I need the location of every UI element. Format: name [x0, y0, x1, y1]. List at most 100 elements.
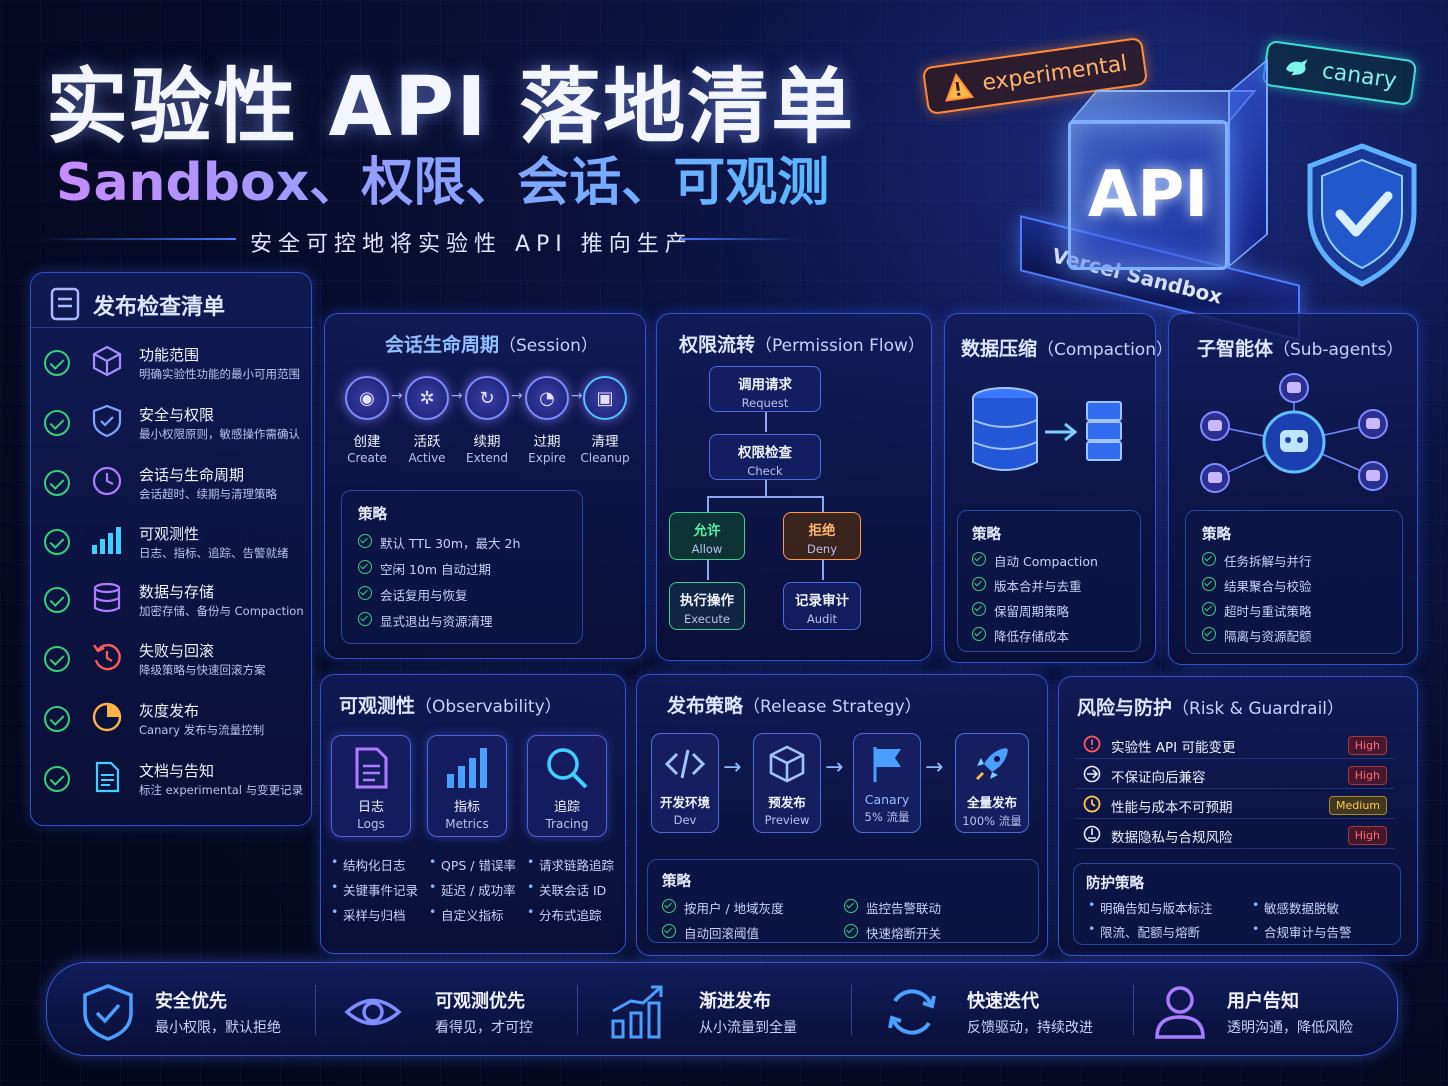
step-label: 活跃 — [413, 434, 441, 450]
divider — [577, 985, 578, 1035]
release-policy-box: 策略 按用户 / 地域灰度 监控告警联动 自动回滚阈值 快速熔断开关 — [647, 859, 1039, 943]
privacy-icon — [1083, 825, 1101, 843]
tracing-item: 请求链路追踪 — [527, 854, 614, 874]
subagents-title-en: （Sub-agents） — [1273, 340, 1404, 360]
risk-level-badge: High — [1347, 826, 1387, 845]
check-icon — [44, 706, 70, 732]
guard-item: 明确告知与版本标注 — [1088, 897, 1213, 917]
checklist-item-title: 灰度发布 — [139, 702, 200, 720]
policy-item: 监控告警联动 — [844, 898, 941, 917]
clock-icon — [92, 466, 122, 496]
principle-title: 快速迭代 — [967, 991, 1039, 1012]
guard-item: 限流、配额与熔断 — [1088, 921, 1200, 941]
divider — [851, 985, 852, 1035]
flow-line — [707, 496, 709, 512]
audit-label-en: Audit — [806, 612, 838, 626]
card-label: 日志 — [357, 800, 384, 815]
policy-item: 结果聚合与校验 — [1202, 576, 1312, 595]
checklist-item-canary: 灰度发布 Canary 发布与流量控制 — [44, 700, 306, 752]
execute-label-en: Execute — [684, 612, 730, 626]
deny-label-en: Deny — [806, 542, 838, 556]
metrics-card: 指标 Metrics — [427, 735, 507, 837]
divider — [315, 985, 316, 1035]
tracing-card: 追踪 Tracing — [527, 735, 607, 837]
flow-line — [822, 560, 824, 580]
principle-desc: 看得见，才可控 — [435, 1020, 533, 1036]
execute-label: 执行操作 — [680, 593, 734, 609]
guard-item: 敏感数据脱敏 — [1252, 897, 1339, 917]
principle-iteration: 快速迭代 反馈驱动，持续改进 — [883, 977, 1123, 1043]
policy-title: 策略 — [972, 527, 1001, 543]
flow-line — [765, 480, 767, 496]
stage-full: 全量发布 100% 流量 — [955, 733, 1029, 833]
checklist-item-desc: 最小权限原则，敏感操作需确认 — [139, 427, 300, 441]
checklist-item-title: 可观测性 — [139, 525, 200, 543]
arrow-icon: → — [451, 388, 463, 404]
checklist-item-title: 失败与回滚 — [139, 642, 215, 660]
arrow-icon: → — [825, 755, 844, 780]
deny-label: 拒绝 — [808, 523, 836, 539]
risk-level-badge: High — [1347, 736, 1387, 755]
allow-label: 允许 — [693, 523, 721, 539]
arrow-icon: → — [571, 388, 583, 404]
guard-item: 合规审计与告警 — [1252, 921, 1352, 941]
policy-title: 策略 — [1202, 527, 1231, 543]
warning-icon — [945, 72, 975, 102]
step-label: 创建 — [353, 434, 381, 450]
release-title-en: （Release Strategy） — [743, 697, 922, 717]
checklist-doc-icon — [50, 287, 80, 321]
compaction-database-icon — [972, 387, 1122, 471]
allow-box: 允许 Allow — [669, 512, 745, 560]
check-icon — [44, 470, 70, 496]
arrow-icon: → — [511, 388, 523, 404]
user-icon — [1155, 986, 1205, 1039]
principle-progressive: 渐进发布 从小流量到全量 — [609, 977, 849, 1043]
step-label-en: Expire — [528, 451, 566, 465]
policy-title: 策略 — [662, 874, 691, 890]
principle-security: 安全优先 最小权限，默认拒绝 — [79, 977, 319, 1043]
bar-chart-icon — [92, 527, 121, 554]
card-label: 指标 — [453, 800, 480, 815]
subagents-panel: 子智能体（Sub-agents） 策略 任务拆解与并行 结果聚合与校验 超时与重… — [1168, 313, 1418, 665]
shield-icon — [92, 404, 122, 438]
check-label-en: Check — [747, 464, 783, 478]
pie-chart-icon — [92, 702, 122, 732]
check-icon — [44, 350, 70, 376]
session-title-zh: 会话生命周期 — [385, 334, 500, 356]
risk-row: 不保证向后兼容 High — [1075, 761, 1395, 789]
shield-check-icon — [1307, 143, 1417, 287]
observability-title-zh: 可观测性 — [339, 695, 416, 717]
release-title: 发布策略（Release Strategy） — [667, 691, 922, 718]
session-title: 会话生命周期（Session） — [385, 330, 598, 357]
release-title-zh: 发布策略 — [667, 695, 744, 717]
permission-panel: 权限流转（Permission Flow） 调用请求 Request 权限检查 … — [656, 313, 932, 661]
flow-line — [822, 496, 824, 512]
observability-panel: 可观测性（Observability） 日志 Logs 指标 Metrics 追… — [320, 674, 626, 954]
session-policy-box: 策略 默认 TTL 30m，最大 2h 空闲 10m 自动过期 会话复用与恢复 … — [341, 490, 583, 644]
tagline: 安全可控地将实验性 API 推向生产 — [250, 232, 693, 257]
tracing-item: 关联会话 ID — [527, 879, 606, 899]
check-label: 权限检查 — [738, 445, 792, 461]
logs-card: 日志 Logs — [331, 735, 411, 837]
stage-preview: 预发布 Preview — [753, 733, 821, 833]
subagents-policy-box: 策略 任务拆解与并行 结果聚合与校验 超时与重试策略 隔离与资源配额 — [1185, 510, 1403, 654]
checklist-item-docs: 文档与告知 标注 experimental 与变更记录 — [44, 760, 306, 812]
magnifier-icon — [547, 748, 588, 789]
risk-row: 实验性 API 可能变更 High — [1075, 731, 1395, 759]
check-icon — [44, 529, 70, 555]
policy-item: 降低存储成本 — [972, 626, 1069, 645]
card-label-en: Logs — [357, 817, 385, 831]
stage-label: 预发布 — [768, 795, 806, 810]
canary-label: canary — [1320, 58, 1399, 94]
policy-item: 保留周期策略 — [972, 601, 1069, 620]
checklist-item-desc: 标注 experimental 与变更记录 — [139, 783, 304, 797]
request-label-en: Request — [741, 396, 789, 410]
compaction-title-en: （Compaction） — [1037, 340, 1173, 360]
stage-dev: 开发环境 Dev — [651, 733, 719, 833]
policy-item: 会话复用与恢复 — [358, 585, 468, 604]
metrics-item: 延迟 / 成功率 — [429, 879, 516, 899]
arrow-icon: → — [925, 755, 944, 780]
growth-chart-icon — [611, 985, 663, 1039]
checklist-item-desc: 会话超时、续期与清理策略 — [139, 487, 277, 501]
checklist-item-data: 数据与存储 加密存储、备份与 Compaction — [44, 581, 306, 633]
